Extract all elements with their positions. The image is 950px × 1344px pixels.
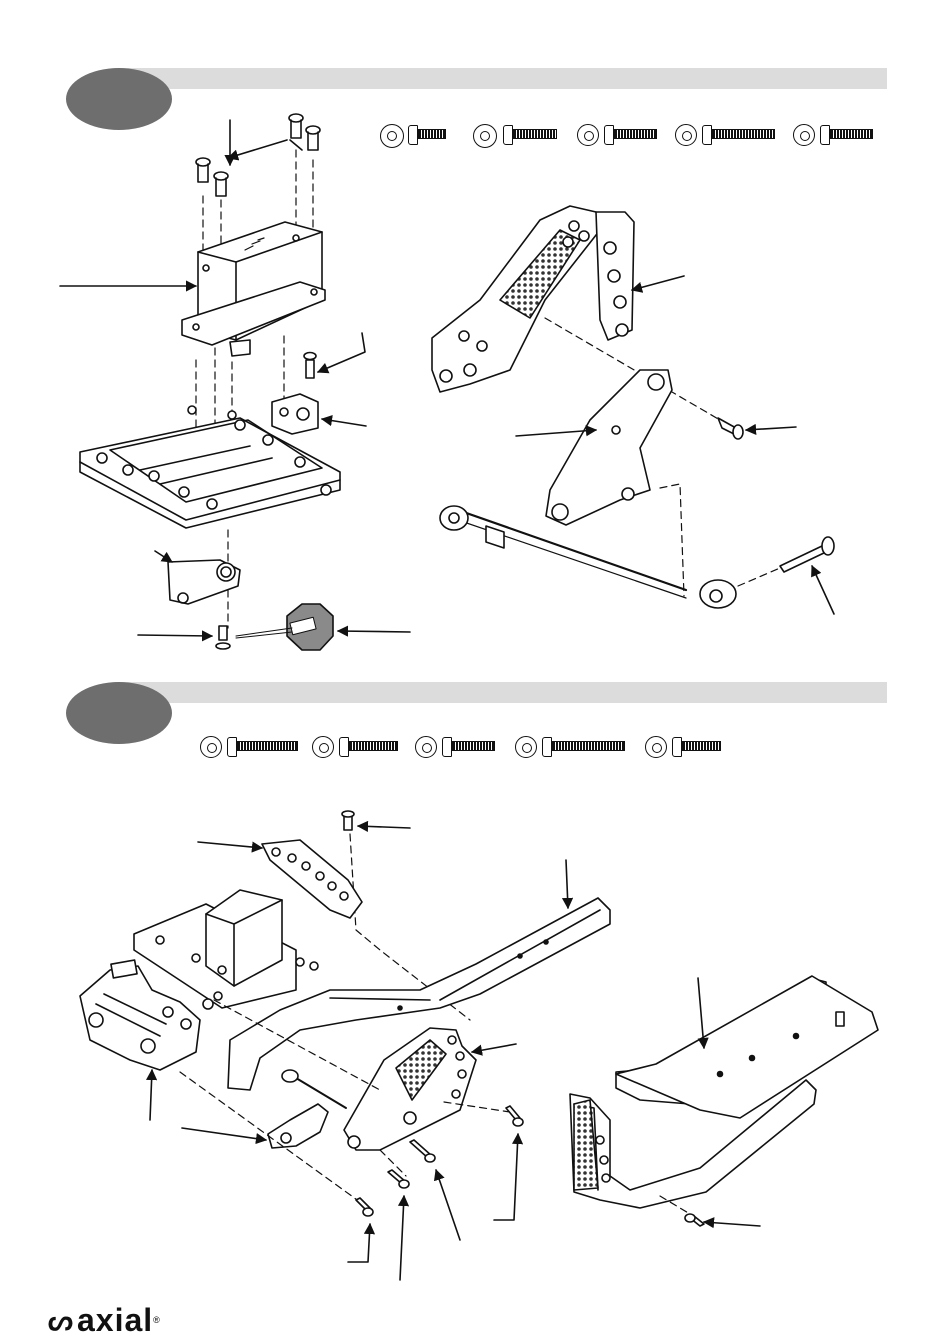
servo-mount-link-drawing	[432, 206, 834, 614]
threadlock-bottle-icon	[236, 604, 333, 650]
registered-mark: ®	[153, 1315, 160, 1325]
front-assembly-drawing	[80, 811, 610, 1280]
brand-name: axial	[77, 1302, 153, 1339]
frame-rails-drawing	[570, 976, 878, 1226]
axial-logo-icon: ᔕ axial ®	[48, 1302, 160, 1338]
servo-screws-icon	[196, 114, 320, 196]
servo-assembly-drawing	[60, 114, 410, 650]
